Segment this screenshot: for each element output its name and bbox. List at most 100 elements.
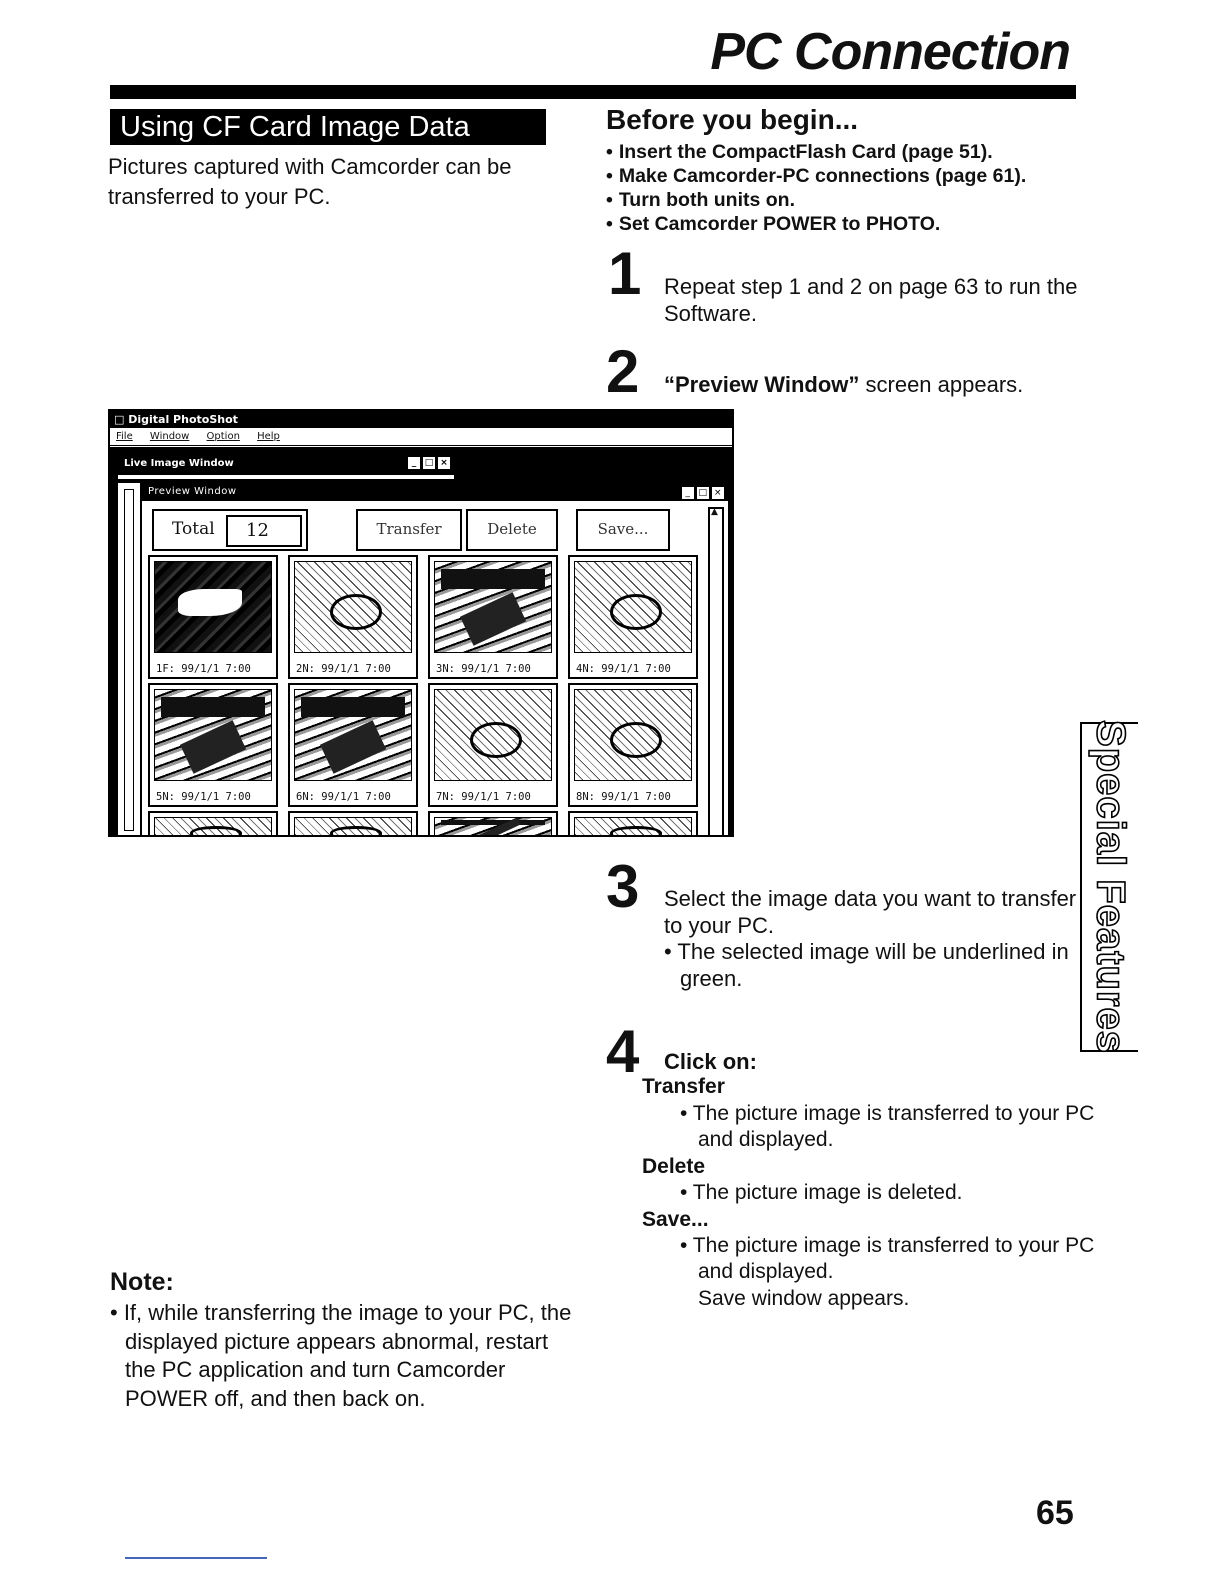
thumbnail-image xyxy=(154,561,272,653)
before-item: Set Camcorder POWER to PHOTO. xyxy=(606,212,1026,236)
thumbnail-caption: 3N: 99/1/1 7:00 xyxy=(436,663,531,675)
footer-line xyxy=(125,1557,267,1559)
live-window-controls: _ □ × xyxy=(407,456,451,470)
thumbnail[interactable]: 7N: 99/1/1 7:00 xyxy=(428,683,558,807)
step-text: Select the image data you want to transf… xyxy=(664,886,1077,938)
menu-file[interactable]: File xyxy=(116,431,133,442)
thumbnail[interactable]: 2N: 99/1/1 7:00 xyxy=(288,555,418,679)
live-window-titlebar[interactable]: Live Image Window _ □ × xyxy=(118,453,454,475)
thumbnail-image xyxy=(294,689,412,781)
step-quote: “Preview Window” xyxy=(664,372,860,397)
thumbnail-caption: 7N: 99/1/1 7:00 xyxy=(436,791,531,803)
option-save-desc: • The picture image is transferred to yo… xyxy=(680,1234,1095,1283)
maximize-icon[interactable]: □ xyxy=(422,456,436,470)
page-number: 65 xyxy=(1036,1494,1074,1532)
note-text: • If, while transferring the image to yo… xyxy=(110,1300,572,1411)
thumbnail-image xyxy=(574,817,692,835)
before-item: Insert the CompactFlash Card (page 51). xyxy=(606,140,1026,164)
minimize-icon[interactable]: _ xyxy=(407,456,421,470)
thumbnail-image xyxy=(434,561,552,653)
menu-option[interactable]: Option xyxy=(206,431,240,442)
total-label: Total xyxy=(172,519,215,539)
total-value: 12 xyxy=(226,515,302,547)
thumbnail-image xyxy=(434,689,552,781)
thumbnail-caption: 2N: 99/1/1 7:00 xyxy=(296,663,391,675)
thumbnail-image xyxy=(574,689,692,781)
thumbnail-image xyxy=(574,561,692,653)
preview-window-title: Preview Window xyxy=(148,486,237,497)
step-text: “Preview Window” screen appears. xyxy=(664,371,1084,398)
app-titlebar: □ Digital PhotoShot xyxy=(110,411,732,428)
menu-window[interactable]: Window xyxy=(149,431,190,442)
total-group: Total 12 xyxy=(152,509,308,551)
thumbnail-grid: 1F: 99/1/1 7:00 2N: 99/1/1 7:00 3N: 99/1… xyxy=(148,555,708,835)
thumbnail-partial[interactable] xyxy=(428,811,558,835)
side-tab-label: Special Features xyxy=(1088,719,1134,1055)
step-bullet: • The selected image will be underlined … xyxy=(664,939,1069,991)
live-image-window: Live Image Window _ □ × xyxy=(116,451,456,481)
thumbnail-partial[interactable] xyxy=(288,811,418,835)
app-menubar: File Window Option Help xyxy=(110,428,732,446)
thumbnail[interactable]: 3N: 99/1/1 7:00 xyxy=(428,555,558,679)
live-window-body xyxy=(116,481,142,835)
thumbnail-image xyxy=(434,817,552,835)
thumbnail[interactable]: 5N: 99/1/1 7:00 xyxy=(148,683,278,807)
thumbnail-caption: 5N: 99/1/1 7:00 xyxy=(156,791,251,803)
option-save-label: Save... xyxy=(642,1208,709,1231)
thumbnail-caption: 8N: 99/1/1 7:00 xyxy=(576,791,671,803)
step-text: Repeat step 1 and 2 on page 63 to run th… xyxy=(664,274,1078,326)
option-transfer-label: Transfer xyxy=(642,1075,725,1098)
step-number: 2 xyxy=(606,338,640,405)
before-item: Make Camcorder-PC connections (page 61). xyxy=(606,164,1026,188)
app-workspace: Live Image Window _ □ × Preview Window _… xyxy=(110,447,732,835)
option-transfer-desc: • The picture image is transferred to yo… xyxy=(680,1102,1095,1151)
maximize-icon[interactable]: □ xyxy=(696,486,710,500)
intro-text: Pictures captured with Camcorder can be … xyxy=(108,154,512,209)
option-delete-desc: • The picture image is deleted. xyxy=(680,1181,963,1204)
thumbnail-image xyxy=(154,689,272,781)
app-screenshot: □ Digital PhotoShot File Window Option H… xyxy=(108,409,734,837)
step-text: Click on: xyxy=(664,1049,757,1074)
thumbnail[interactable]: 1F: 99/1/1 7:00 xyxy=(148,555,278,679)
thumbnail[interactable]: 8N: 99/1/1 7:00 xyxy=(568,683,698,807)
preview-window-titlebar[interactable]: Preview Window _ □ × xyxy=(142,483,728,501)
close-icon[interactable]: × xyxy=(711,486,725,500)
step-number: 1 xyxy=(608,240,642,307)
option-save-desc2: Save window appears. xyxy=(698,1287,910,1310)
transfer-button[interactable]: Transfer xyxy=(356,509,462,551)
thumbnail-partial[interactable] xyxy=(568,811,698,835)
thumbnail-caption: 4N: 99/1/1 7:00 xyxy=(576,663,671,675)
thumbnail-caption: 6N: 99/1/1 7:00 xyxy=(296,791,391,803)
option-delete-label: Delete xyxy=(642,1155,706,1178)
preview-toolbar: Total 12 Transfer Delete Save... xyxy=(146,503,706,553)
thumbnail[interactable]: 4N: 99/1/1 7:00 xyxy=(568,555,698,679)
save-button[interactable]: Save... xyxy=(576,509,670,551)
app-icon: □ xyxy=(114,413,129,426)
thumbnail[interactable]: 6N: 99/1/1 7:00 xyxy=(288,683,418,807)
vertical-scrollbar[interactable] xyxy=(708,507,724,835)
before-list: Insert the CompactFlash Card (page 51). … xyxy=(606,140,1026,236)
page-title: PC Connection xyxy=(710,23,1071,81)
thumbnail-image xyxy=(154,817,272,835)
thumbnail-caption: 1F: 99/1/1 7:00 xyxy=(156,663,251,675)
thumbnail-image xyxy=(294,561,412,653)
thumbnail-image xyxy=(294,817,412,835)
preview-window-controls: _ □ × xyxy=(681,486,725,500)
preview-window: Preview Window _ □ × Total 12 Transfer D… xyxy=(140,481,730,835)
delete-button[interactable]: Delete xyxy=(466,509,558,551)
thumbnail-partial[interactable] xyxy=(148,811,278,835)
close-icon[interactable]: × xyxy=(437,456,451,470)
step-text-tail: screen appears. xyxy=(859,372,1024,397)
step-number: 4 xyxy=(606,1018,640,1085)
app-title: Digital PhotoShot xyxy=(128,413,238,426)
side-tab: Special Features xyxy=(1080,719,1138,1055)
step-number: 3 xyxy=(606,853,640,920)
menu-help[interactable]: Help xyxy=(257,431,280,442)
live-window-title: Live Image Window xyxy=(124,458,234,469)
before-heading: Before you begin... xyxy=(606,104,859,135)
section-heading: Using CF Card Image Data xyxy=(110,109,546,145)
before-item: Turn both units on. xyxy=(606,188,1026,212)
minimize-icon[interactable]: _ xyxy=(681,486,695,500)
note-heading: Note: xyxy=(110,1268,174,1296)
title-rule xyxy=(110,85,1076,99)
